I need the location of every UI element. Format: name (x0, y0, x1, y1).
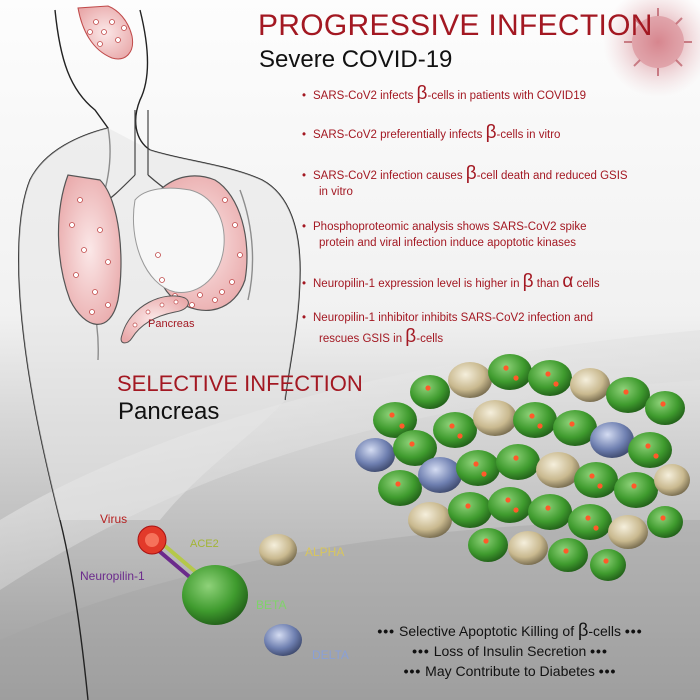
pancreas-organ (120, 295, 189, 344)
virus-receptor-diagram (137, 525, 302, 656)
finding-item: •Neuropilin-1 expression level is higher… (302, 271, 600, 292)
alpha-label: ALPHA (305, 545, 345, 559)
heart (132, 187, 225, 293)
summary-box: ••• Selective Apoptotic Killing of β-cel… (360, 620, 660, 681)
neuropilin-label: Neuropilin-1 (80, 569, 145, 583)
summary-line-2: ••• Loss of Insulin Secretion ••• (412, 643, 608, 659)
finding-item: •SARS-CoV2 infection causes β-cell death… (302, 163, 628, 198)
pancreas-label: Pancreas (148, 318, 195, 330)
summary-line-3: ••• May Contribute to Diabetes ••• (403, 663, 617, 679)
left-lung (57, 174, 122, 325)
finding-item: •SARS-CoV2 infects β-cells in patients w… (302, 83, 586, 104)
summary-line-1: ••• Selective Apoptotic Killing of β-cel… (377, 620, 643, 640)
section-subtitle: Pancreas (118, 398, 220, 425)
delta-cell-icon (264, 624, 302, 656)
finding-item: •SARS-CoV2 preferentially infects β-cell… (302, 122, 561, 143)
main-subtitle: Severe COVID-19 (259, 46, 453, 73)
alpha-cell-icon (259, 534, 297, 566)
lung-virus-dots (69, 197, 243, 315)
islet-cell-cluster (355, 354, 690, 581)
virus-label: Virus (100, 512, 128, 526)
beta-label: BETA (256, 598, 287, 612)
ace2-label: ACE2 (190, 538, 219, 550)
delta-label: DELTA (312, 648, 349, 662)
section-title: SELECTIVE INFECTION (117, 371, 363, 396)
beta-cell-icon (182, 565, 248, 625)
finding-item: •Phosphoproteomic analysis shows SARS-Co… (302, 221, 587, 249)
finding-item: •Neuropilin-1 inhibitor inhibits SARS-Co… (302, 312, 593, 347)
cluster-virus-dots (389, 365, 666, 564)
main-title: PROGRESSIVE INFECTION (258, 9, 653, 42)
